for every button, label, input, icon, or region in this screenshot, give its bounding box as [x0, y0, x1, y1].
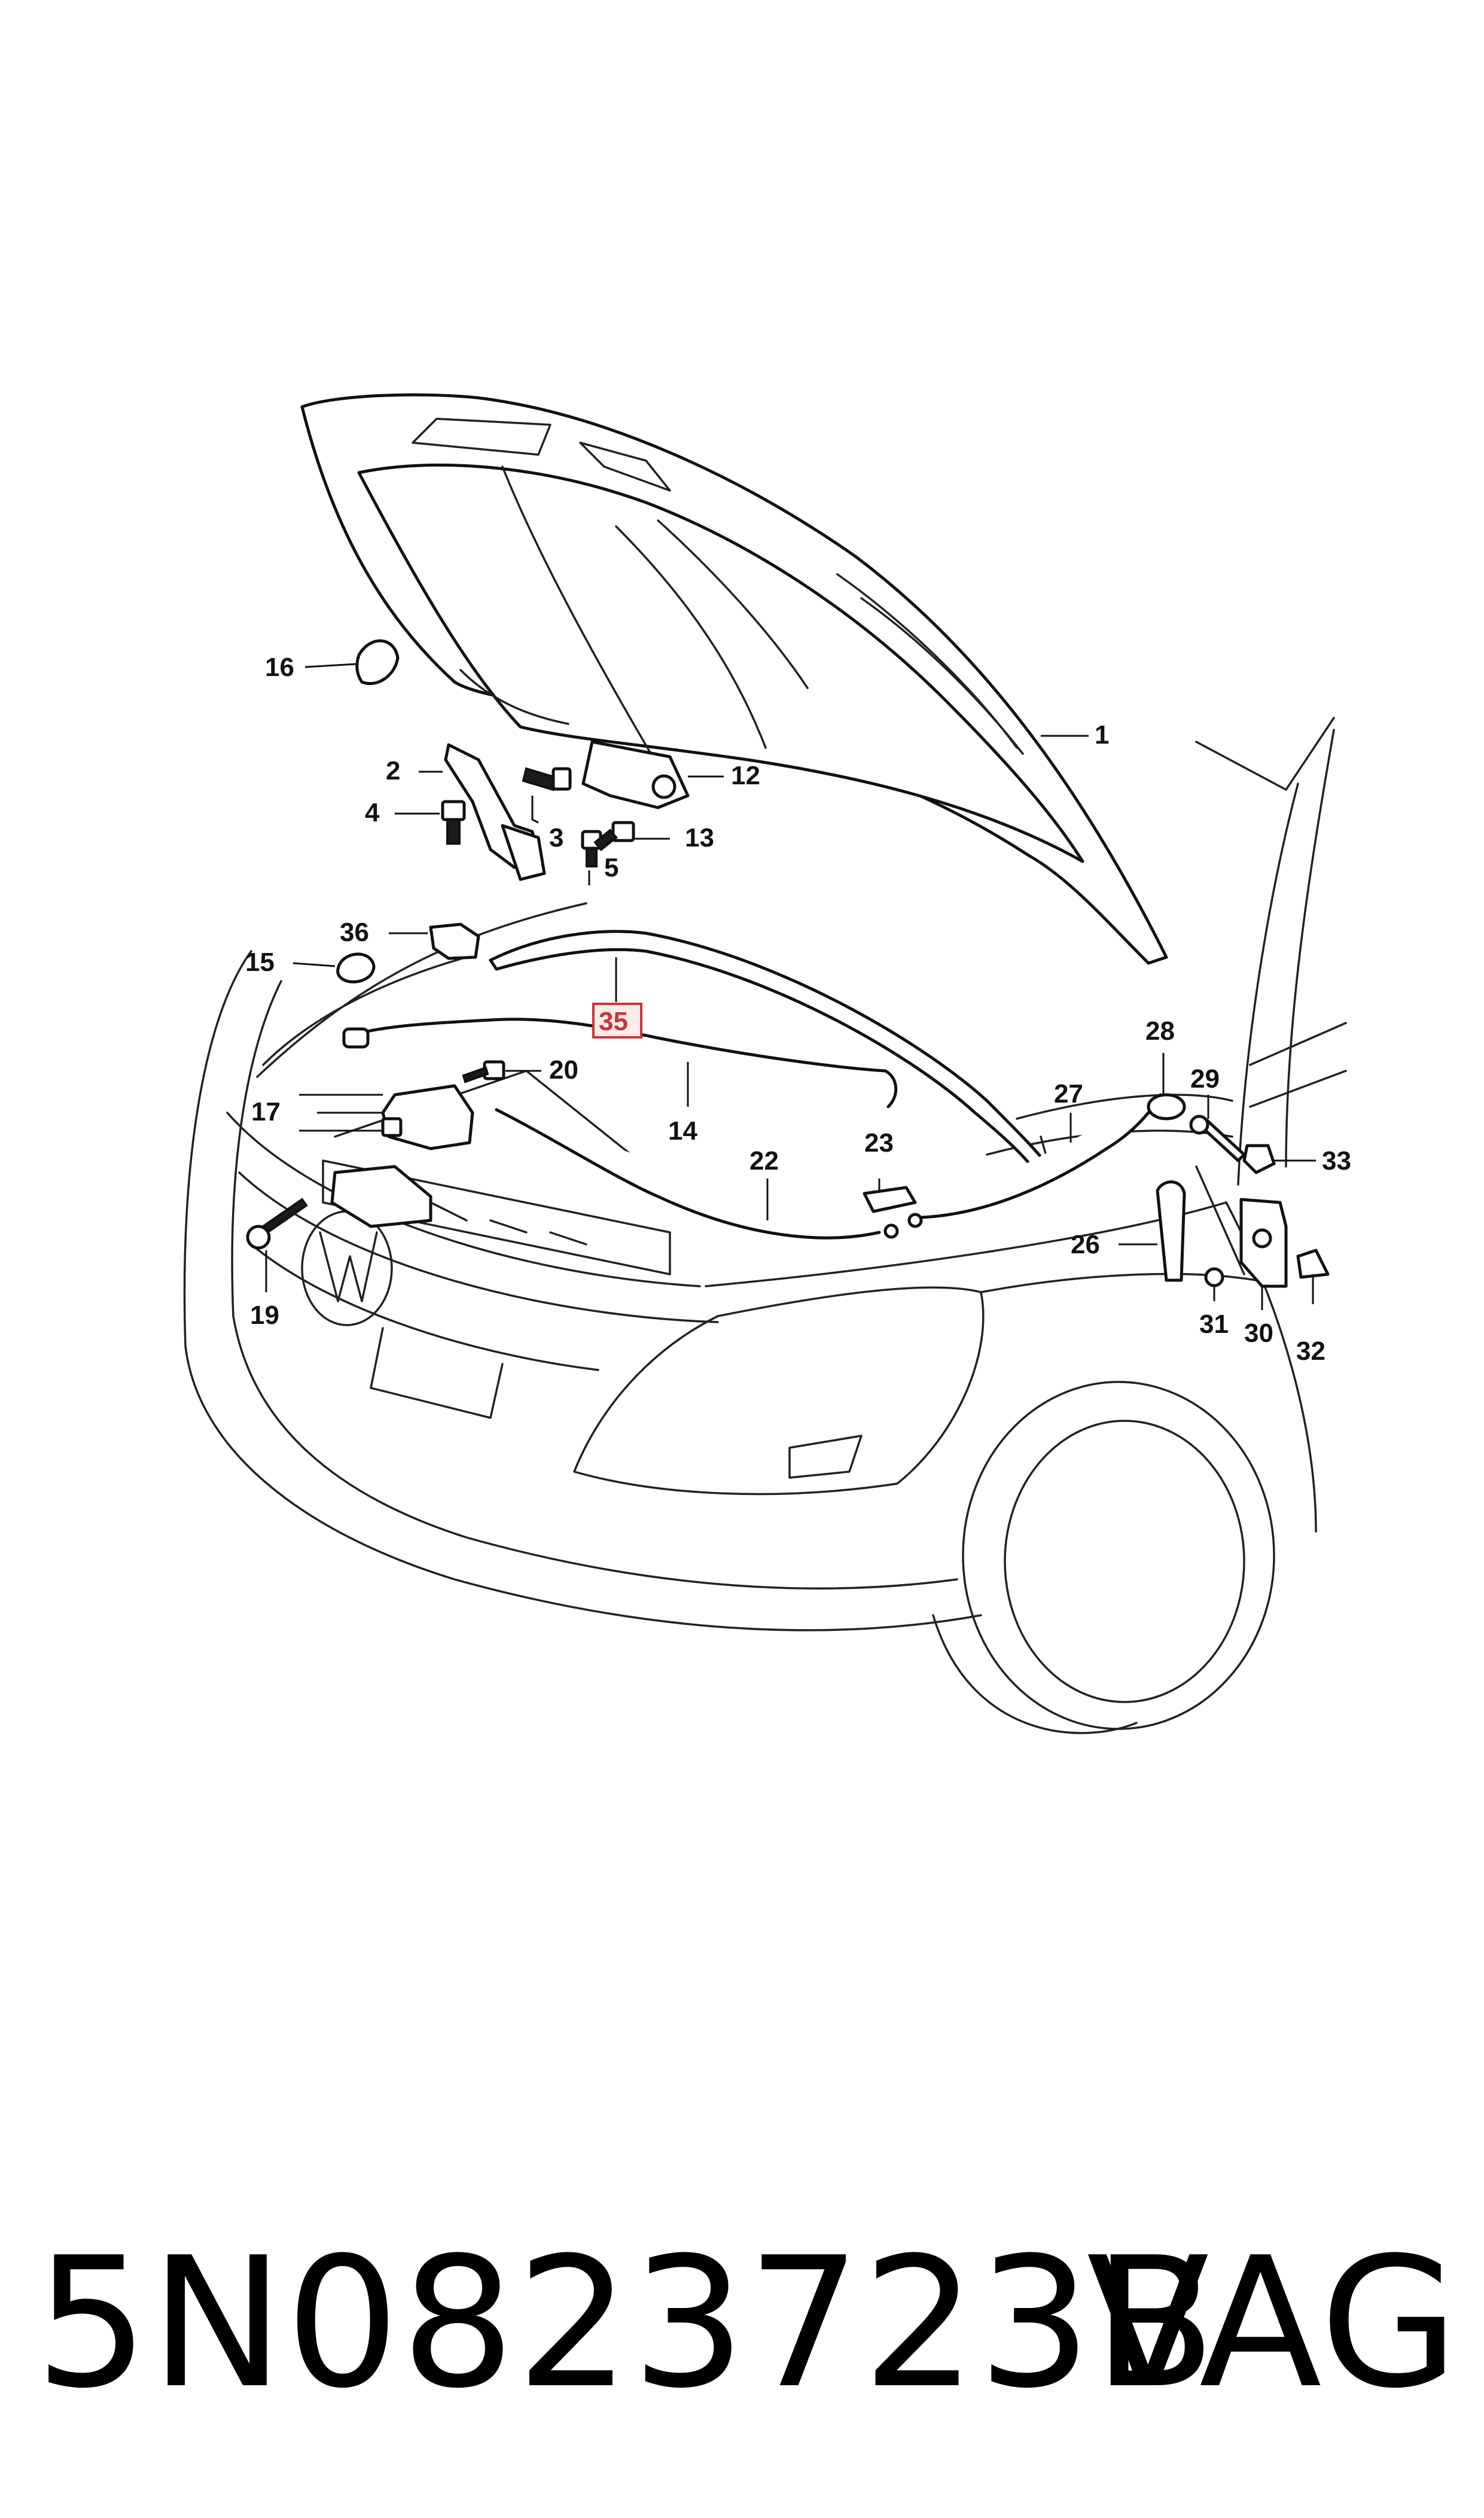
buffer-part-15 — [336, 952, 376, 984]
clip-part-36 — [429, 922, 480, 960]
brand-name: VAG — [1086, 2219, 1460, 2428]
callout-3: 3 — [549, 823, 563, 852]
callout-5: 5 — [604, 853, 618, 882]
callout-35-highlight[interactable]: 35 — [592, 1003, 642, 1039]
hood-panel — [300, 393, 1168, 965]
buffer-part-16 — [355, 639, 400, 686]
hood-prop-rod — [342, 1018, 898, 1109]
release-cable — [495, 1093, 1162, 1240]
callout-20: 20 — [549, 1055, 578, 1085]
callout-28: 28 — [1145, 1016, 1175, 1046]
cable-end-part-29 — [1189, 1115, 1246, 1162]
callout-27: 27 — [1054, 1079, 1083, 1109]
callout-13: 13 — [685, 823, 714, 852]
bolt-part-5 — [581, 830, 602, 867]
cable-connector-part-23 — [863, 1186, 917, 1213]
callout-22: 22 — [749, 1146, 779, 1176]
callout-26: 26 — [1071, 1230, 1100, 1259]
nut-part-33 — [1242, 1144, 1276, 1174]
screw-part-31 — [1204, 1267, 1224, 1287]
callout-12: 12 — [731, 761, 760, 790]
callout-30: 30 — [1244, 1319, 1273, 1348]
grommet-part-28 — [1147, 1093, 1186, 1121]
highlight-box — [592, 1003, 642, 1039]
hood-latch — [330, 1084, 474, 1228]
part-number: 5N0823723B — [35, 2219, 1218, 2428]
callout-32: 32 — [1296, 1336, 1325, 1366]
bolt-part-20 — [462, 1060, 505, 1083]
hood-hinge-assembly — [444, 740, 690, 881]
callout-1: 1 — [1095, 720, 1109, 750]
callout-29: 29 — [1190, 1064, 1220, 1094]
callout-14: 14 — [668, 1116, 697, 1146]
callout-33: 33 — [1322, 1146, 1351, 1176]
callout-19: 19 — [250, 1301, 279, 1330]
bracket-part-30 — [1239, 1198, 1288, 1288]
clip-part-32 — [1296, 1249, 1330, 1279]
leader-lines — [265, 663, 1316, 1310]
callout-16: 16 — [265, 653, 294, 682]
bolt-part-3 — [522, 767, 572, 791]
bolt-part-13 — [593, 821, 635, 851]
callout-17: 17 — [251, 1097, 281, 1126]
callout-15: 15 — [245, 948, 275, 977]
bolt-part-19 — [246, 1198, 308, 1250]
callout-36: 36 — [340, 918, 369, 947]
callout-2: 2 — [386, 756, 400, 785]
bolt-part-4 — [441, 800, 466, 845]
callout-labels: 1 2 3 4 5 12 13 14 15 16 17 19 20 22 23 … — [245, 653, 1351, 1366]
callout-4: 4 — [365, 798, 380, 827]
callout-23: 23 — [864, 1128, 894, 1158]
callout-31: 31 — [1199, 1310, 1229, 1339]
bracket-part-26 — [1156, 1180, 1186, 1282]
callout-35[interactable]: 35 — [599, 1007, 628, 1036]
